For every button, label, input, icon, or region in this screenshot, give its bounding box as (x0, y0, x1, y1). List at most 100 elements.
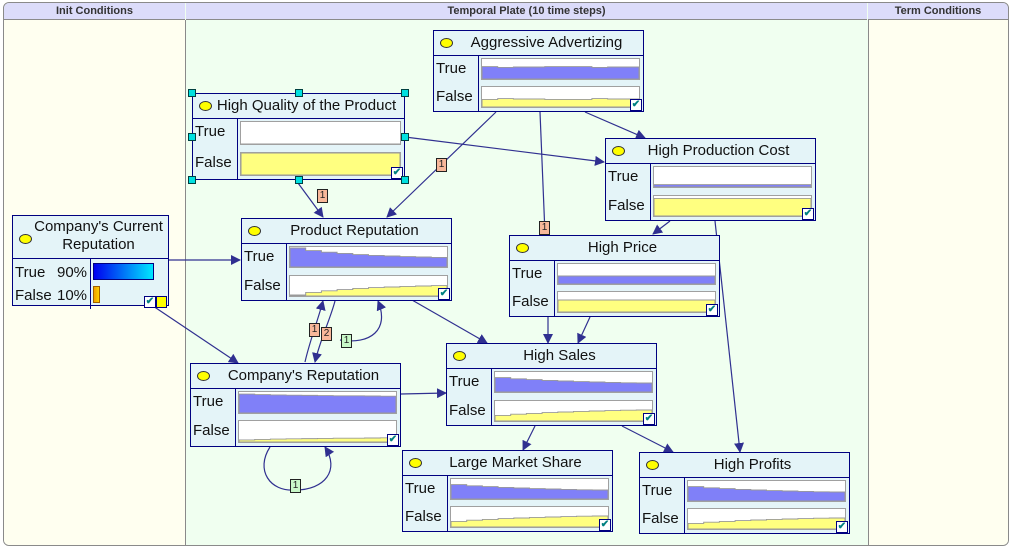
probability-chart-true (289, 246, 448, 268)
visible-checkbox[interactable]: ✔ (144, 296, 156, 308)
probability-chart-false (450, 506, 609, 528)
resize-handle[interactable] (188, 132, 196, 141)
node-quality[interactable]: High Quality of the Product True False ✔ (192, 93, 405, 180)
probability-area-true (290, 247, 447, 267)
resize-handle[interactable] (294, 89, 303, 97)
state-label-false: False (608, 196, 645, 214)
node-profits[interactable]: High Profits True False ✔ (639, 452, 850, 534)
resize-handle[interactable] (188, 89, 196, 97)
probability-bar-true (93, 263, 155, 280)
probability-chart-false (238, 420, 397, 443)
node-bulb-icon[interactable] (440, 38, 453, 48)
link-badge: 2 (321, 327, 332, 341)
link-init-to-company-reputation[interactable] (152, 305, 239, 364)
node-title: High Sales (523, 347, 596, 364)
probability-chart-true (481, 58, 640, 80)
node-companys-current-reputation[interactable]: Company's Current Reputation True 90% Fa… (12, 215, 169, 309)
probability-chart-true (687, 480, 846, 502)
link-quality-to-production-cost[interactable] (404, 136, 605, 166)
node-aggressive[interactable]: Aggressive Advertizing True False ✔ (433, 30, 644, 112)
probability-bar-false (93, 286, 100, 303)
probability-area-false (290, 284, 447, 296)
node-bulb-icon[interactable] (409, 458, 422, 468)
probability-area-true (688, 486, 845, 501)
resize-handle[interactable] (294, 176, 303, 184)
node-price[interactable]: High Price True False ✔ (509, 235, 720, 317)
resize-handle[interactable] (401, 89, 409, 97)
node-company-rep[interactable]: Company's Reputation True False ✔ (190, 363, 401, 447)
node-bulb-icon[interactable] (612, 146, 625, 156)
link-sales-to-market[interactable] (522, 425, 536, 451)
visible-checkbox[interactable]: ✔ (630, 99, 642, 111)
resize-handle[interactable] (401, 132, 409, 141)
visible-checkbox[interactable]: ✔ (391, 167, 403, 179)
node-title: Company's Current Reputation (34, 218, 163, 253)
probability-chart-true (450, 478, 609, 500)
link-badge: 1 (539, 221, 550, 235)
visible-checkbox[interactable]: ✔ (643, 413, 655, 425)
node-bulb-icon[interactable] (248, 226, 261, 236)
visible-checkbox[interactable]: ✔ (387, 434, 399, 446)
init-conditions-header: Init Conditions (4, 3, 185, 20)
visible-checkbox[interactable]: ✔ (802, 208, 814, 220)
link-prodrep-to-sales[interactable] (411, 299, 488, 344)
link-advertizing-to-price[interactable] (539, 111, 550, 235)
link-badge: 1 (341, 334, 352, 348)
link-advertizing-to-production-cost[interactable] (584, 111, 646, 140)
link-quality-to-product-reputation[interactable] (297, 182, 324, 218)
state-label-false: False (512, 293, 549, 310)
node-bulb-icon[interactable] (197, 371, 210, 381)
node-title: Aggressive Advertizing (470, 34, 623, 51)
probability-area-false (241, 152, 400, 175)
node-bulb-icon[interactable] (453, 351, 466, 361)
probability-chart-false (687, 508, 846, 530)
node-bulb-icon[interactable] (646, 460, 659, 470)
visible-checkbox[interactable]: ✔ (438, 288, 450, 300)
node-bulb-icon[interactable] (19, 234, 32, 244)
node-title: High Profits (713, 456, 792, 473)
state-label-false: False (405, 508, 442, 525)
link-production-to-price[interactable] (652, 220, 671, 235)
visible-checkbox[interactable]: ✔ (836, 521, 848, 533)
state-label-false: False (195, 153, 232, 171)
state-label-true: True (449, 373, 480, 390)
resize-handle[interactable] (401, 176, 409, 184)
link-comprep-to-sales[interactable] (400, 388, 447, 399)
link-sales-to-profits[interactable] (621, 425, 674, 453)
probability-area-true (495, 377, 652, 392)
node-title: High Production Cost (647, 142, 790, 159)
temporal-plate-header: Temporal Plate (10 time steps) (186, 3, 867, 20)
probability-chart-true (240, 121, 401, 145)
state-label-false: False (193, 422, 230, 439)
visible-checkbox[interactable]: ✔ (706, 304, 718, 316)
node-market[interactable]: Large Market Share True False ✔ (402, 450, 613, 532)
state-pct-true: 90% (57, 264, 88, 281)
state-pct-false: 10% (57, 287, 88, 304)
expand-icon[interactable] (156, 296, 167, 308)
node-sales[interactable]: High Sales True False ✔ (446, 343, 657, 426)
state-label-false: False (642, 510, 679, 527)
node-production[interactable]: High Production Cost True False ✔ (605, 138, 816, 221)
resize-handle[interactable] (188, 176, 196, 184)
state-label-true: True (436, 60, 467, 77)
probability-area-false (688, 517, 845, 529)
node-product-rep[interactable]: Product Reputation True False ✔ (241, 218, 452, 301)
link-badge: 1 (290, 479, 301, 493)
state-label-false: False (436, 88, 473, 105)
term-conditions-column (868, 20, 1008, 545)
term-conditions-header: Term Conditions (868, 3, 1008, 20)
state-label-true: True (15, 264, 46, 281)
probability-area-false (482, 98, 639, 107)
link-badge: 1 (436, 158, 447, 172)
probability-chart-true (494, 371, 653, 393)
probability-chart-true (238, 391, 397, 414)
node-bulb-icon[interactable] (516, 243, 529, 253)
state-label-false: False (449, 401, 486, 419)
link-price-to-sales-b[interactable] (577, 316, 591, 344)
state-label-true: True (642, 482, 673, 499)
visible-checkbox[interactable]: ✔ (599, 519, 611, 531)
node-bulb-icon[interactable] (199, 101, 212, 111)
probability-chart-false (289, 274, 448, 297)
state-label-true: True (195, 123, 226, 140)
probability-area-false (654, 197, 811, 216)
